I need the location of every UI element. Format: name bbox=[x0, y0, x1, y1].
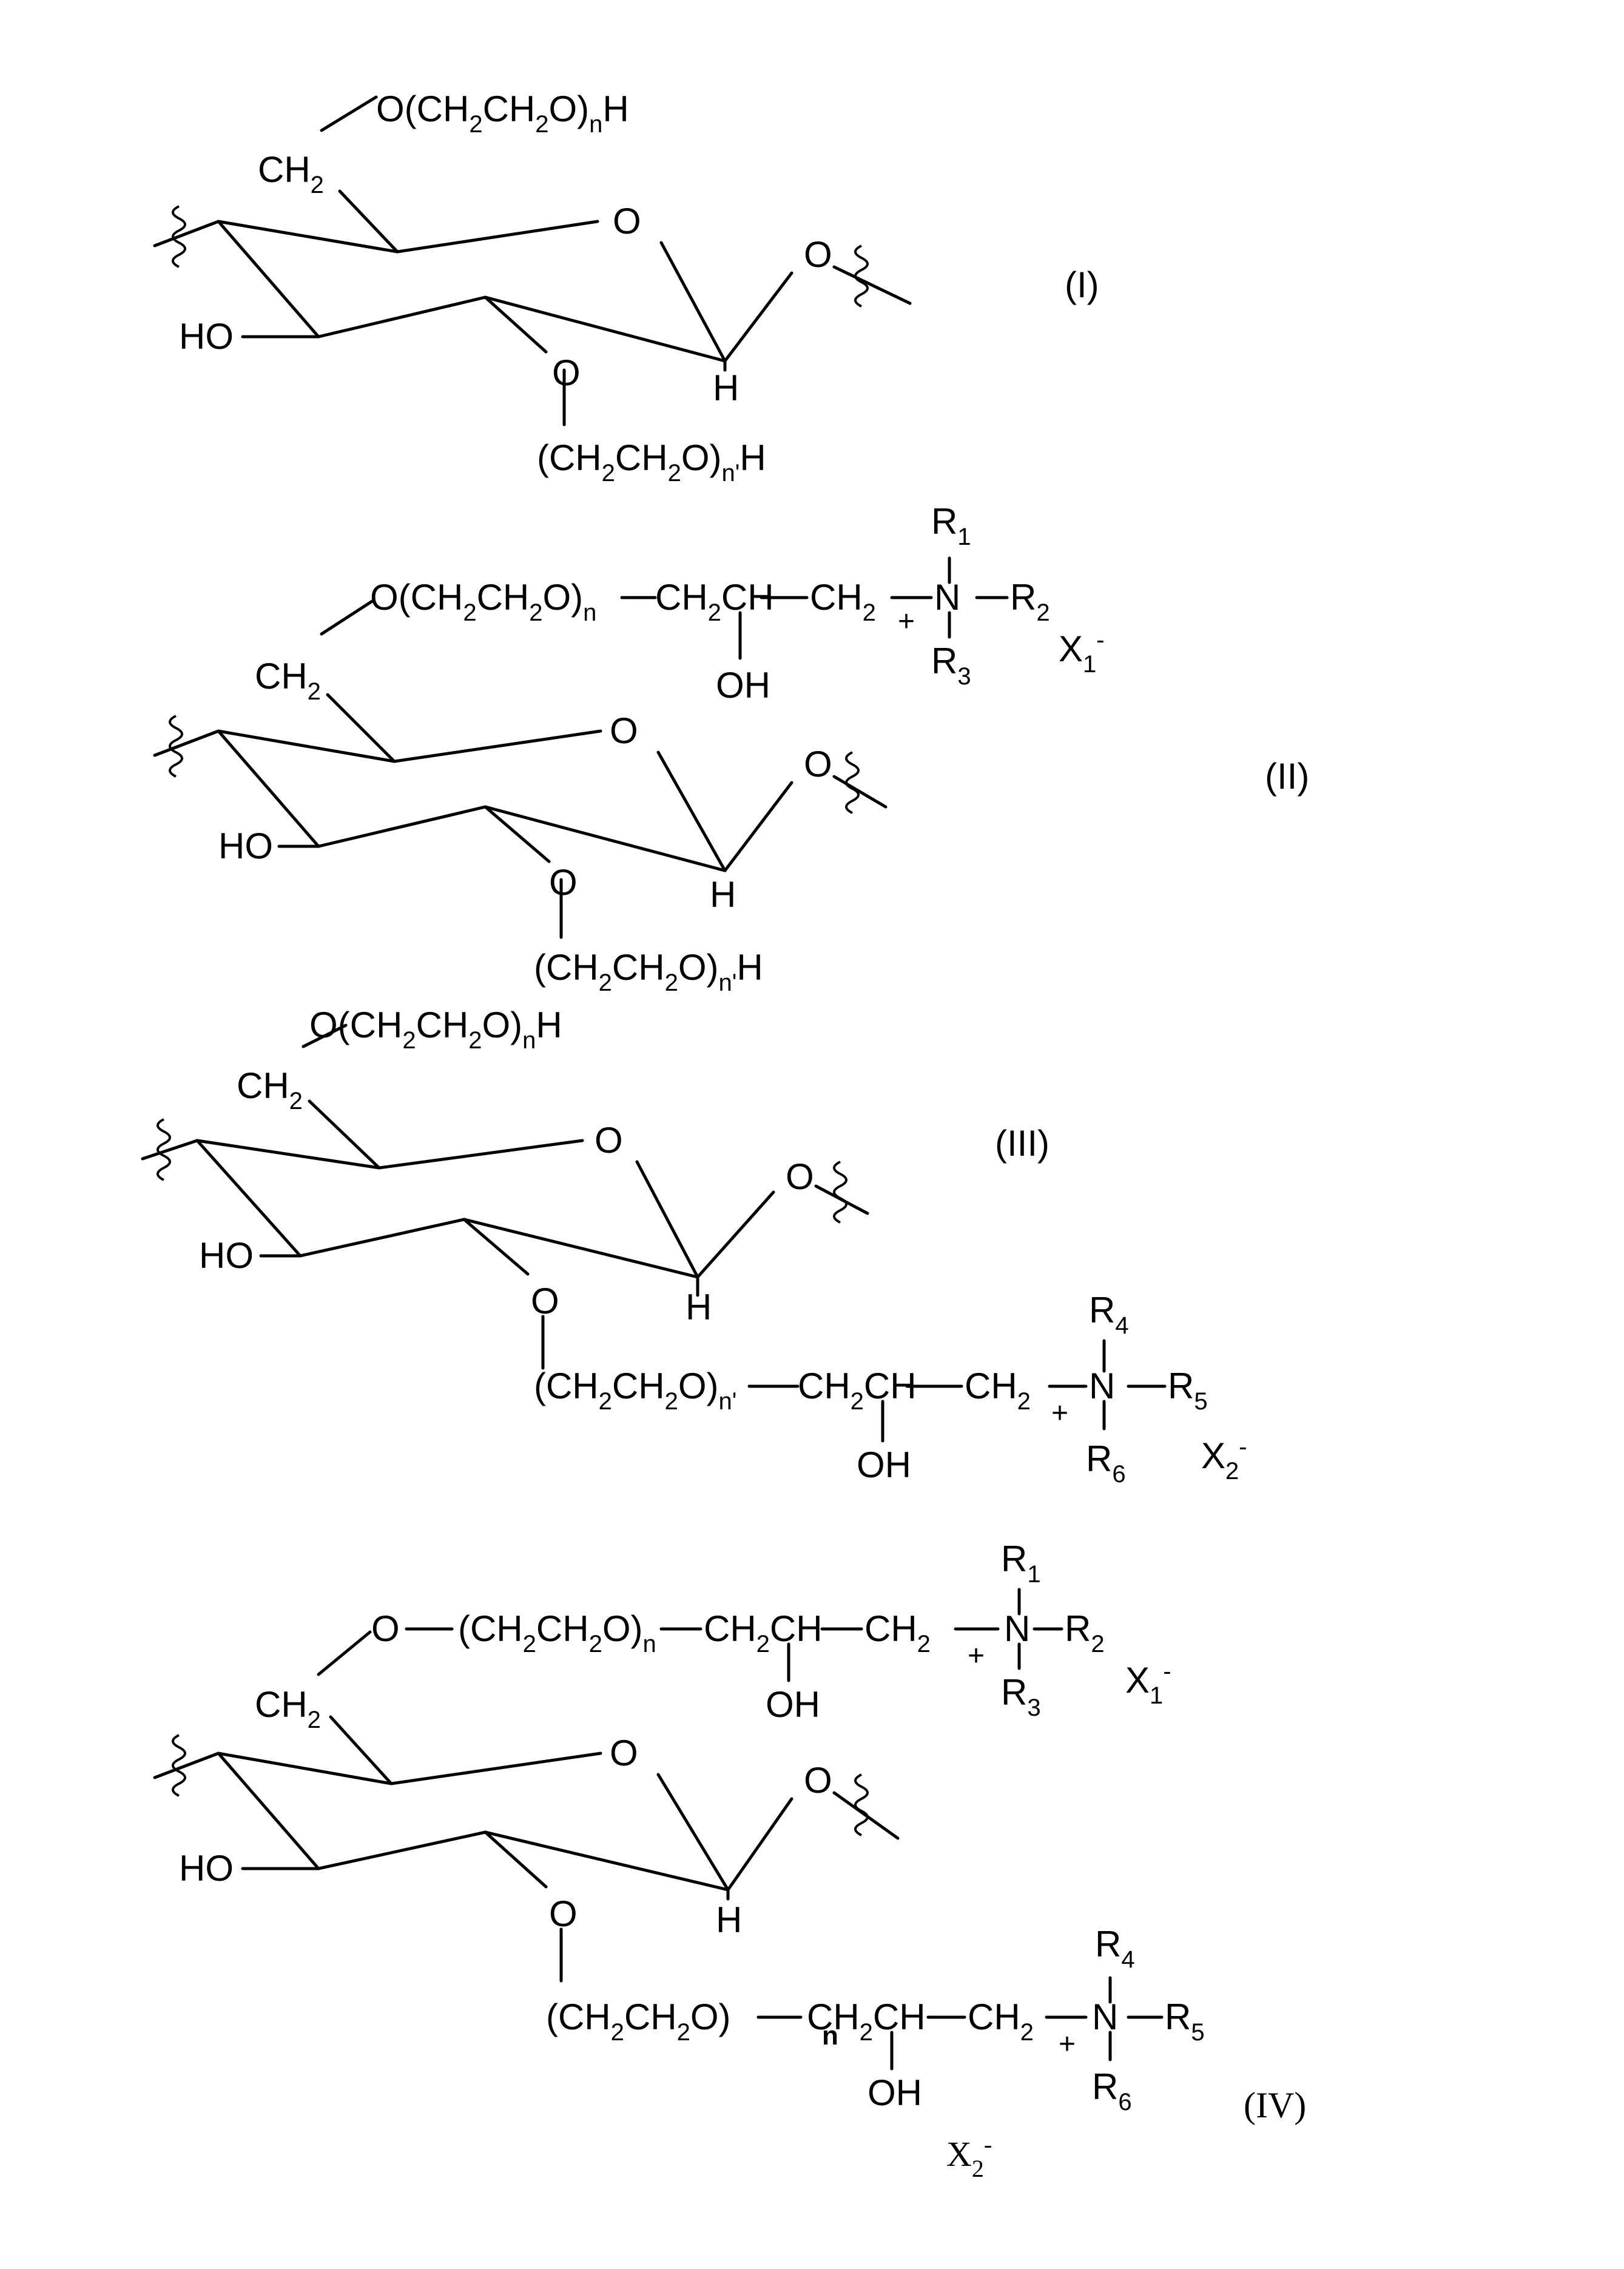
link2-III: CH2 bbox=[965, 1366, 1031, 1415]
counter-anion-II: X1- bbox=[1059, 627, 1105, 678]
structure-label-IV: (IV) bbox=[1244, 2085, 1306, 2125]
counter-anion-III: X2- bbox=[1201, 1434, 1247, 1485]
positive-charge-II: + bbox=[898, 605, 915, 638]
hydroxyl-II: HO bbox=[218, 826, 273, 866]
link2-IV: CH2 bbox=[864, 1608, 931, 1657]
link1-IV: CH2CH bbox=[704, 1608, 823, 1657]
r1-IV: R1 bbox=[1001, 1539, 1041, 1588]
quaternary-nitrogen-II: N bbox=[934, 577, 960, 618]
quaternary-nitrogen-IV-b: N bbox=[1092, 1997, 1118, 2037]
oh-III: OH bbox=[857, 1445, 911, 1485]
ch2-IV: CH2 bbox=[255, 1684, 321, 1733]
c2-chain-II: (CH2CH2O)n'H bbox=[534, 947, 763, 996]
c2-oxygen-III: O bbox=[531, 1281, 559, 1321]
wavy-bond-right-IV bbox=[855, 1775, 868, 1835]
link2-IV-b: CH2 bbox=[968, 1997, 1034, 2046]
hydroxyl-I: HO bbox=[179, 316, 234, 357]
c6-chain-II: O(CH2CH2O)n bbox=[370, 577, 596, 626]
glycosidic-oxygen-IV: O bbox=[804, 1760, 832, 1801]
wavy-bond-right-II bbox=[846, 752, 858, 813]
ch2-I: CH2 bbox=[258, 149, 324, 198]
wavy-bond-right-I bbox=[855, 246, 868, 306]
sugar-ring-I bbox=[155, 97, 910, 425]
positive-charge-IV-b: + bbox=[1059, 2028, 1076, 2060]
oh-IV: OH bbox=[766, 1684, 820, 1725]
quaternary-nitrogen-III: N bbox=[1089, 1366, 1115, 1406]
anomeric-h-III: H bbox=[686, 1287, 712, 1327]
c6-chain-IV: (CH2CH2O)n bbox=[458, 1608, 656, 1657]
positive-charge-III: + bbox=[1051, 1397, 1068, 1429]
r4-IV: R4 bbox=[1095, 1924, 1135, 1973]
structure-IV: O (CH2CH2O)n CH2CH OH CH2 N + R1 R2 R3 X… bbox=[155, 1539, 1306, 2182]
c2-chain-III: (CH2CH2O)n' bbox=[534, 1366, 736, 1415]
c2-oxygen-IV: O bbox=[549, 1893, 578, 1934]
glycosidic-oxygen-II: O bbox=[804, 744, 832, 784]
r6-IV: R6 bbox=[1092, 2066, 1132, 2116]
anomeric-h-II: H bbox=[710, 874, 736, 915]
oh-IV-b: OH bbox=[868, 2072, 922, 2113]
link2-II: CH2 bbox=[810, 577, 876, 626]
link1-II: CH2CH bbox=[655, 577, 774, 626]
c2-repeat-n-IV: n bbox=[822, 2021, 838, 2051]
glycosidic-oxygen-I: O bbox=[804, 234, 832, 275]
c2-oxygen-I: O bbox=[552, 352, 581, 393]
ring-oxygen-II: O bbox=[610, 710, 638, 751]
hydroxyl-III: HO bbox=[199, 1235, 254, 1276]
r4-III: R4 bbox=[1089, 1290, 1129, 1339]
c6-chain-III: O(CH2CH2O)nH bbox=[309, 1005, 562, 1054]
structure-label-II: (II) bbox=[1265, 756, 1309, 797]
c6-oxygen-IV: O bbox=[371, 1608, 400, 1649]
link1-III: CH2CH bbox=[798, 1366, 917, 1415]
r5-IV: R5 bbox=[1165, 1997, 1205, 2046]
glycosidic-oxygen-III: O bbox=[786, 1156, 814, 1197]
r2-IV: R2 bbox=[1065, 1608, 1105, 1657]
ring-oxygen-III: O bbox=[595, 1120, 623, 1161]
positive-charge-IV: + bbox=[968, 1640, 985, 1672]
ch2-II: CH2 bbox=[255, 656, 321, 705]
structure-label-III: (III) bbox=[995, 1123, 1050, 1164]
c6-chain-I: O(CH2CH2O)nH bbox=[376, 89, 629, 138]
ring-oxygen-I: O bbox=[613, 201, 641, 241]
quaternary-nitrogen-IV: N bbox=[1004, 1608, 1030, 1649]
structure-II: O(CH2CH2O)n CH2CH OH CH2 N + R1 R2 R3 X1… bbox=[155, 501, 1309, 996]
structure-III: O(CH2CH2O)nH CH2 O O (III) HO H O R4 (CH… bbox=[143, 1005, 1247, 1488]
wavy-bond-right-III bbox=[834, 1162, 846, 1222]
hydroxyl-IV: HO bbox=[179, 1848, 234, 1889]
c2-chain-I: (CH2CH2O)n'H bbox=[537, 437, 766, 487]
r2-II: R2 bbox=[1010, 577, 1050, 626]
counter-anion-IV-b: X2- bbox=[946, 2131, 992, 2182]
counter-anion-IV: X1- bbox=[1125, 1658, 1171, 1709]
c2-chain-IV: (CH2CH2O) bbox=[546, 1997, 730, 2046]
r3-II: R3 bbox=[931, 641, 971, 690]
structure-I: O O HO H CH2 O(CH2CH2O)nH O (CH2CH2O)n'H… bbox=[155, 89, 1099, 487]
r1-II: R1 bbox=[931, 501, 971, 550]
ring-oxygen-IV: O bbox=[610, 1733, 638, 1773]
c2-oxygen-II: O bbox=[549, 862, 578, 903]
r5-III: R5 bbox=[1168, 1366, 1208, 1415]
anomeric-h-I: H bbox=[713, 368, 739, 408]
structure-label-I: (I) bbox=[1065, 265, 1099, 305]
ch2-III: CH2 bbox=[237, 1065, 303, 1114]
oh-II: OH bbox=[716, 665, 770, 706]
r6-III: R6 bbox=[1086, 1438, 1126, 1488]
anomeric-h-IV: H bbox=[716, 1900, 742, 1940]
r3-IV: R3 bbox=[1001, 1672, 1041, 1721]
